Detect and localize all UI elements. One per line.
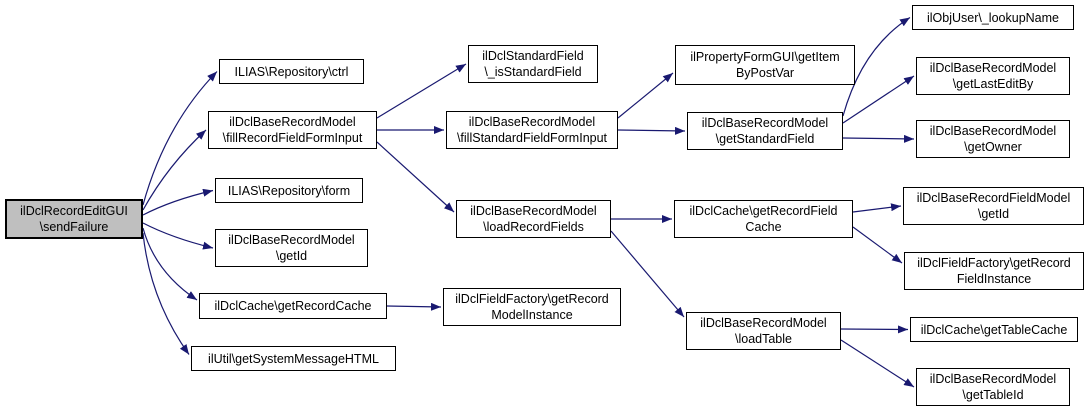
node-label-line: \loadRecordFields bbox=[483, 220, 584, 234]
node-label-line: \getOwner bbox=[964, 140, 1022, 154]
edge-send-failure--get-record-cache bbox=[142, 227, 198, 301]
edge-get-record-field-cache--field-model-get-id bbox=[852, 203, 902, 213]
node-label-line: ilDclRecordEditGUI bbox=[20, 204, 128, 218]
node-label-line: ilDclBaseRecordModel bbox=[470, 204, 597, 218]
node-label-line: ilDclBaseRecordModel bbox=[929, 61, 1057, 75]
node-label-line: \getId bbox=[977, 207, 1010, 221]
node-label-line: ilDclBaseRecordModel bbox=[929, 124, 1057, 138]
node-get-system-message-html[interactable]: ilUtil\getSystemMessageHTML bbox=[191, 346, 396, 371]
node-label-line: \getId bbox=[275, 249, 308, 263]
node-send-failure: ilDclRecordEditGUI \sendFailure bbox=[5, 199, 143, 239]
edge-get-record-cache--get-record-model-instance bbox=[386, 302, 442, 311]
node-label-line: FieldInstance bbox=[956, 272, 1032, 286]
edge-send-failure--base-record-get-id bbox=[142, 222, 214, 250]
node-label-line: Cache bbox=[745, 220, 782, 234]
node-is-standard-field[interactable]: ilDclStandardField \_isStandardField bbox=[468, 45, 598, 83]
node-base-record-get-id[interactable]: ilDclBaseRecordModel \getId bbox=[215, 229, 368, 267]
node-get-last-edit-by[interactable]: ilDclBaseRecordModel \getLastEditBy bbox=[916, 57, 1070, 95]
edge-send-failure--fill-record-field-form-input bbox=[142, 129, 207, 211]
edge-load-record-fields--load-table bbox=[610, 230, 685, 318]
node-load-table[interactable]: ilDclBaseRecordModel \loadTable bbox=[686, 312, 841, 350]
node-label-line: ilDclBaseRecordModel bbox=[468, 115, 596, 129]
node-label-line: ILIAS\Repository\form bbox=[227, 183, 351, 198]
edge-send-failure--get-system-message-html bbox=[142, 232, 190, 355]
node-label-line: \_isStandardField bbox=[484, 65, 582, 79]
node-label-line: ilPropertyFormGUI\getItem bbox=[690, 50, 840, 64]
node-repository-ctrl[interactable]: ILIAS\Repository\ctrl bbox=[219, 59, 364, 84]
node-label-line: \sendFailure bbox=[39, 220, 109, 234]
node-label-line: ilDclBaseRecordModel bbox=[228, 233, 355, 247]
node-repository-form[interactable]: ILIAS\Repository\form bbox=[215, 178, 363, 203]
edge-get-standard-field--get-last-edit-by bbox=[842, 75, 915, 124]
node-label-line: ilDclBaseRecordModel bbox=[700, 316, 827, 330]
node-label-line: \getStandardField bbox=[715, 132, 815, 146]
edge-get-standard-field--get-owner bbox=[842, 134, 915, 143]
node-get-table-cache[interactable]: ilDclCache\getTableCache bbox=[910, 317, 1078, 342]
node-label-line: ILIAS\Repository\ctrl bbox=[234, 64, 349, 79]
edge-fill-standard-field-form-input--get-standard-field bbox=[617, 126, 686, 135]
node-label-line: ilDclBaseRecordModel bbox=[229, 115, 356, 129]
node-label-line: ilDclFieldFactory\getRecord bbox=[917, 256, 1071, 270]
node-label-line: \getLastEditBy bbox=[952, 77, 1034, 91]
node-field-model-get-id[interactable]: ilDclBaseRecordFieldModel \getId bbox=[903, 187, 1084, 225]
node-label-line: ilDclCache\getRecordCache bbox=[214, 299, 372, 313]
node-label-line: \fillRecordFieldFormInput bbox=[222, 131, 363, 145]
edge-load-table--get-table-cache bbox=[840, 325, 909, 334]
node-fill-record-field-form-input[interactable]: ilDclBaseRecordModel \fillRecordFieldForm… bbox=[208, 111, 377, 149]
node-fill-standard-field-form-input[interactable]: ilDclBaseRecordModel \fillStandardFieldFo… bbox=[446, 111, 618, 149]
node-get-record-cache[interactable]: ilDclCache\getRecordCache bbox=[199, 293, 387, 319]
edge-load-table--get-table-id bbox=[840, 339, 915, 388]
node-label-line: \loadTable bbox=[735, 332, 792, 346]
node-label-line: ilDclStandardField bbox=[482, 49, 584, 63]
node-load-record-fields[interactable]: ilDclBaseRecordModel \loadRecordFields bbox=[456, 200, 611, 238]
node-lookup-name[interactable]: ilObjUser\_lookupName bbox=[912, 5, 1074, 30]
node-get-owner[interactable]: ilDclBaseRecordModel \getOwner bbox=[916, 120, 1070, 158]
node-get-standard-field[interactable]: ilDclBaseRecordModel \getStandardField bbox=[687, 112, 843, 150]
edge-get-record-field-cache--get-record-field-instance bbox=[852, 226, 903, 264]
node-label-line: ilDclBaseRecordFieldModel bbox=[916, 191, 1071, 205]
node-label-line: ilDclCache\getTableCache bbox=[920, 322, 1068, 337]
edge-send-failure--repository-ctrl bbox=[142, 71, 218, 206]
node-label-line: ilObjUser\_lookupName bbox=[926, 10, 1059, 25]
node-label-line: ilDclFieldFactory\getRecord bbox=[455, 292, 609, 306]
edge-get-standard-field--lookup-name bbox=[842, 16, 911, 117]
node-label-line: \getTableId bbox=[962, 388, 1024, 402]
node-label-line: ilDclBaseRecordModel bbox=[929, 372, 1057, 386]
node-label-line: ByPostVar bbox=[735, 66, 795, 80]
node-label-line: ilDclBaseRecordModel bbox=[701, 116, 829, 130]
edge-fill-record-field-form-input--is-standard-field bbox=[376, 63, 467, 119]
node-label-line: ModelInstance bbox=[491, 308, 573, 322]
node-label-line: ilUtil\getSystemMessageHTML bbox=[208, 351, 379, 366]
edge-send-failure--repository-form bbox=[142, 188, 214, 216]
node-label-line: \fillStandardFieldFormInput bbox=[456, 131, 608, 145]
edge-fill-standard-field-form-input--get-item-by-post-var bbox=[617, 72, 674, 119]
node-get-table-id[interactable]: ilDclBaseRecordModel \getTableId bbox=[916, 368, 1070, 406]
node-label-line: ilDclCache\getRecordField bbox=[689, 204, 838, 218]
edge-fill-record-field-form-input--load-record-fields bbox=[376, 141, 455, 213]
